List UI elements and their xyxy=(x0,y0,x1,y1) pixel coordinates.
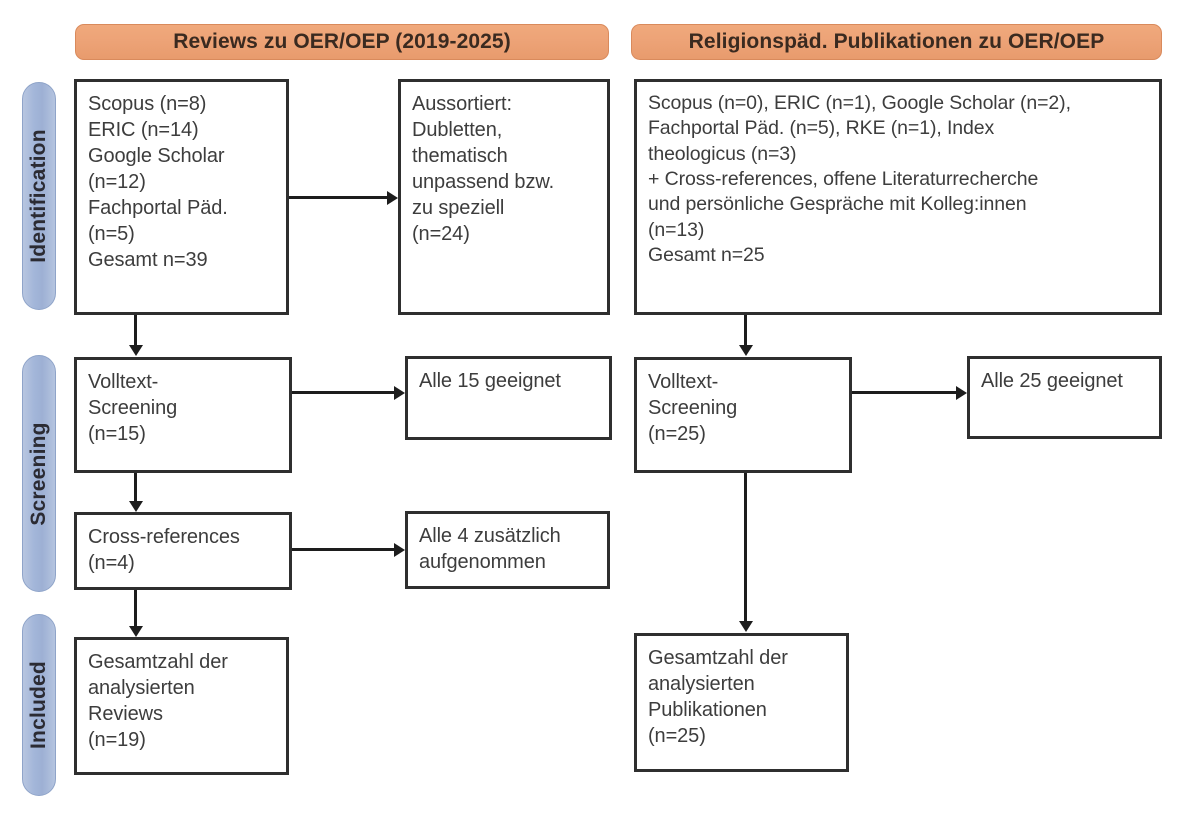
box-left-fulltext-screening: Volltext- Screening (n=15) xyxy=(74,357,292,473)
stage-pill-screening: Screening xyxy=(22,355,56,592)
arrow-right-ident-to-fulltext xyxy=(739,345,753,356)
box-left-crossrefs-text: Cross-references (n=4) xyxy=(88,526,240,574)
box-left-included: Gesamtzahl der analysierten Reviews (n=1… xyxy=(74,637,289,775)
connector-left-crossrefs-to-included xyxy=(134,590,137,626)
arrow-left-ident-to-excluded xyxy=(387,190,398,205)
box-left-fulltext-result: Alle 15 geeignet xyxy=(405,356,612,440)
box-right-included: Gesamtzahl der analysierten Publikatione… xyxy=(634,633,849,772)
box-left-identification: Scopus (n=8) ERIC (n=14) Google Scholar … xyxy=(74,79,289,315)
box-left-fulltext-result-text: Alle 15 geeignet xyxy=(419,370,561,392)
box-right-fulltext-result-text: Alle 25 geeignet xyxy=(981,370,1123,392)
column-banner-reviews: Reviews zu OER/OEP (2019-2025) xyxy=(75,24,609,60)
box-right-included-text: Gesamtzahl der analysierten Publikatione… xyxy=(648,647,788,747)
box-left-crossrefs: Cross-references (n=4) xyxy=(74,512,292,590)
arrow-left-crossrefs-to-included xyxy=(129,626,143,637)
arrow-left-crossrefs-to-result xyxy=(394,542,405,557)
box-left-fulltext-screening-text: Volltext- Screening (n=15) xyxy=(88,371,178,445)
arrow-left-ident-to-fulltext xyxy=(129,345,143,356)
column-banner-publications-label: Religionspäd. Publikationen zu OER/OEP xyxy=(688,30,1105,53)
stage-pill-identification: Identification xyxy=(22,82,56,310)
box-left-excluded-text: Aussortiert: Dubletten, thematisch unpas… xyxy=(412,93,555,245)
box-left-excluded: Aussortiert: Dubletten, thematisch unpas… xyxy=(398,79,610,315)
arrow-left-fulltext-to-result xyxy=(394,385,405,400)
box-left-crossrefs-result-text: Alle 4 zusätzlich aufgenommen xyxy=(419,525,561,573)
stage-label-screening: Screening xyxy=(27,421,50,526)
column-banner-publications: Religionspäd. Publikationen zu OER/OEP xyxy=(631,24,1162,60)
connector-left-fulltext-to-crossrefs xyxy=(134,473,137,501)
stage-label-identification: Identification xyxy=(27,129,50,263)
box-left-crossrefs-result: Alle 4 zusätzlich aufgenommen xyxy=(405,511,610,589)
connector-left-crossrefs-to-result xyxy=(292,548,394,551)
box-left-identification-text: Scopus (n=8) ERIC (n=14) Google Scholar … xyxy=(88,93,228,271)
stage-label-included: Included xyxy=(27,661,50,749)
box-right-identification-text: Scopus (n=0), ERIC (n=1), Google Scholar… xyxy=(648,92,1071,267)
column-banner-reviews-label: Reviews zu OER/OEP (2019-2025) xyxy=(173,30,511,53)
box-right-fulltext-result: Alle 25 geeignet xyxy=(967,356,1162,439)
connector-left-ident-to-fulltext xyxy=(134,315,137,345)
box-left-included-text: Gesamtzahl der analysierten Reviews (n=1… xyxy=(88,651,228,751)
arrow-left-fulltext-to-crossrefs xyxy=(129,501,143,512)
stage-pill-included: Included xyxy=(22,614,56,796)
connector-left-fulltext-to-result xyxy=(292,391,394,394)
arrow-right-fulltext-to-result xyxy=(956,385,967,400)
connector-right-fulltext-to-included xyxy=(744,473,747,621)
connector-right-ident-to-fulltext xyxy=(744,315,747,345)
arrow-right-fulltext-to-included xyxy=(739,621,753,632)
box-right-fulltext-screening: Volltext- Screening (n=25) xyxy=(634,357,852,473)
box-right-fulltext-screening-text: Volltext- Screening (n=25) xyxy=(648,371,738,445)
box-right-identification: Scopus (n=0), ERIC (n=1), Google Scholar… xyxy=(634,79,1162,315)
connector-left-ident-to-excluded xyxy=(289,196,387,199)
connector-right-fulltext-to-result xyxy=(852,391,956,394)
